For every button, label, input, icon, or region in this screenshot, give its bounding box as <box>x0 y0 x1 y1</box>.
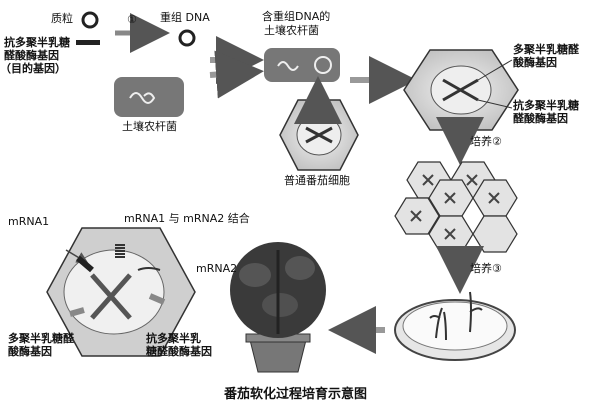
anti-pg-gene-bottom-label-1: 抗多聚半乳 <box>146 332 201 345</box>
mrna1-label: mRNA1 <box>8 215 50 228</box>
pg-gene-bottom-label-2: 酸酶基因 <box>8 345 52 358</box>
culture2-label: 培养② <box>470 135 502 148</box>
transformed-cell <box>403 49 519 131</box>
anti-pg-gene-label-2: 醛酸酶基因 <box>4 49 59 62</box>
anti-pg-gene-right-label-2: 醛酸酶基因 <box>513 112 568 125</box>
petri-dish <box>394 291 516 361</box>
plasmid-label: 质粒 <box>51 12 73 25</box>
anti-pg-gene-right-label-1: 抗多聚半乳糖 <box>513 99 579 112</box>
pg-gene-top-label-2: 酸酶基因 <box>513 56 557 69</box>
recombinant-dna-label: 重组 DNA <box>160 11 210 24</box>
pg-gene-top-label-1: 多聚半乳糖醛 <box>513 43 579 56</box>
mrna2-label: mRNA2 <box>196 262 238 275</box>
diagram-caption: 番茄软化过程培育示意图 <box>223 387 367 402</box>
cell-cluster <box>394 161 518 253</box>
target-gene-label: （目的基因） <box>0 62 66 75</box>
tomato-cell <box>279 99 359 171</box>
anti-pg-gene-bottom-label-2: 糖醛酸酶基因 <box>146 345 212 358</box>
mrna-bind-label: mRNA1 与 mRNA2 结合 <box>124 212 250 225</box>
plasmid-icon <box>81 11 99 29</box>
step1-label: ① <box>127 13 137 26</box>
tomato-cell-label: 普通番茄细胞 <box>284 174 350 187</box>
culture3-label: 培养③ <box>470 262 502 275</box>
anti-pg-gene-label-1: 抗多聚半乳糖 <box>4 36 70 49</box>
agrobacterium-cell <box>114 77 184 117</box>
agrobacterium-label: 土壤农杆菌 <box>122 120 177 133</box>
tomato-plant <box>230 242 326 373</box>
pg-gene-bottom-label-1: 多聚半乳糖醛 <box>8 332 74 345</box>
agro-with-dna-label-2: 土壤农杆菌 <box>264 24 319 37</box>
mrna-cell <box>46 227 196 357</box>
agro-with-dna-cell <box>264 48 340 82</box>
agro-with-dna-label-1: 含重组DNA的 <box>262 10 331 23</box>
arrow-to-agro-2 <box>209 50 264 99</box>
target-gene-bar <box>76 40 100 45</box>
recombinant-dna-icon <box>178 29 196 47</box>
